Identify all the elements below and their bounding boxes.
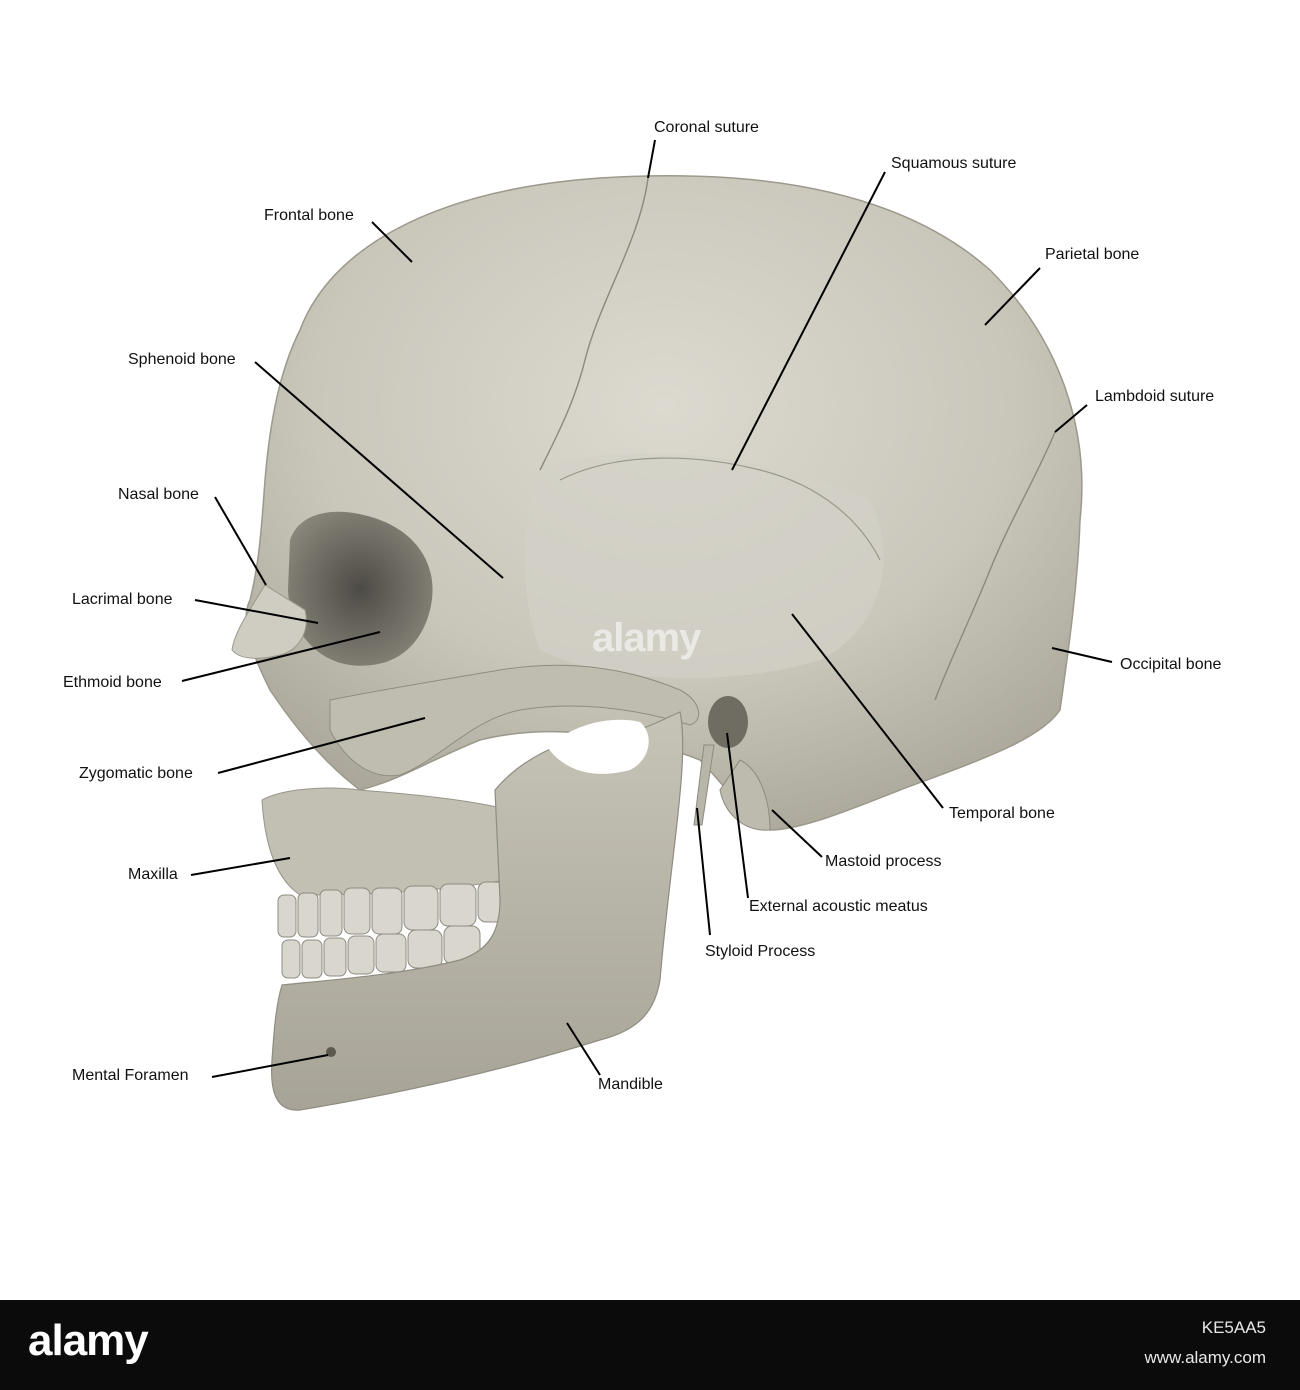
mandible-shape — [271, 711, 684, 1111]
leader-occipital-bone — [1051, 647, 1113, 663]
upper-tooth — [343, 887, 371, 935]
acoustic-meatus-shape — [708, 696, 748, 748]
label-ethmoid-bone: Ethmoid bone — [63, 674, 162, 691]
leader-parietal-bone — [984, 267, 1041, 326]
label-maxilla: Maxilla — [128, 866, 178, 883]
lower-tooth — [347, 935, 375, 975]
watermark-right: alamy — [1232, 488, 1300, 532]
upper-tooth — [277, 894, 297, 938]
lambdoid-suture-line — [934, 431, 1056, 701]
stock-footer-bar: alamy KE5AA5 www.alamy.com — [0, 1300, 1300, 1390]
label-mental-foramen: Mental Foramen — [72, 1067, 189, 1084]
leader-styloid-process — [696, 807, 711, 936]
temporal-fossa-shape — [525, 453, 884, 679]
leader-external-acoustic-meatus — [726, 732, 749, 899]
lower-tooth — [407, 929, 443, 969]
leader-sphenoid-bone — [254, 361, 504, 579]
sigmoid-notch-shape — [548, 719, 649, 774]
leader-frontal-bone — [371, 221, 413, 263]
lower-tooth — [375, 933, 407, 973]
upper-tooth — [319, 889, 343, 937]
squamous-suture-line — [559, 457, 881, 561]
upper-tooth — [403, 885, 439, 931]
mental-foramen-dot — [326, 1047, 336, 1057]
lower-tooth — [281, 939, 301, 979]
label-squamous-suture: Squamous suture — [891, 155, 1017, 172]
leader-lambdoid-suture — [1054, 404, 1088, 433]
label-external-acoustic-meatus: External acoustic meatus — [749, 898, 928, 915]
upper-tooth — [371, 887, 403, 935]
image-id: KE5AA5 — [1201, 1318, 1266, 1337]
lower-tooth — [301, 939, 323, 979]
leader-coronal-suture — [647, 139, 656, 179]
label-occipital-bone: Occipital bone — [1120, 656, 1222, 673]
label-nasal-bone: Nasal bone — [118, 486, 199, 503]
leader-maxilla — [190, 857, 291, 876]
styloid-process-shape — [693, 744, 715, 826]
leader-temporal-bone — [791, 613, 944, 809]
skull-illustration — [181, 139, 1113, 1111]
leader-lines — [181, 139, 1113, 1078]
skull-diagram: alamy alamy Coronal suture Squamous sutu… — [63, 119, 1300, 1111]
teeth — [277, 881, 507, 979]
site-url: www.alamy.com — [1144, 1348, 1266, 1367]
label-sphenoid-bone: Sphenoid bone — [128, 351, 236, 368]
upper-tooth — [439, 883, 477, 927]
leader-squamous-suture — [731, 171, 886, 471]
label-mandible: Mandible — [598, 1076, 663, 1093]
label-coronal-suture: Coronal suture — [654, 119, 759, 136]
leader-mastoid-process — [771, 809, 823, 858]
leader-lacrimal-bone — [194, 599, 319, 624]
orbit-shape — [288, 511, 433, 666]
label-styloid-process: Styloid Process — [705, 943, 816, 960]
label-lacrimal-bone: Lacrimal bone — [72, 591, 173, 608]
label-frontal-bone: Frontal bone — [264, 207, 354, 224]
zygomatic-arch-shape — [329, 664, 700, 777]
leader-mental-foramen — [211, 1054, 329, 1078]
label-temporal-bone: Temporal bone — [949, 805, 1055, 822]
label-parietal-bone: Parietal bone — [1045, 246, 1140, 263]
coronal-suture-line — [539, 177, 649, 471]
label-lambdoid-suture: Lambdoid suture — [1095, 388, 1215, 405]
alamy-logo: alamy — [28, 1316, 149, 1365]
leader-zygomatic-bone — [217, 717, 426, 774]
leader-ethmoid-bone — [181, 631, 381, 682]
nasal-region-shape — [231, 584, 307, 659]
label-mastoid-process: Mastoid process — [825, 853, 942, 870]
lower-tooth — [323, 937, 347, 977]
maxilla-shape — [261, 787, 511, 896]
leader-nasal-bone — [214, 496, 267, 586]
watermark-center: alamy — [592, 616, 701, 660]
upper-tooth — [297, 892, 319, 938]
leader-mandible — [566, 1022, 601, 1076]
label-zygomatic-bone: Zygomatic bone — [79, 765, 193, 782]
